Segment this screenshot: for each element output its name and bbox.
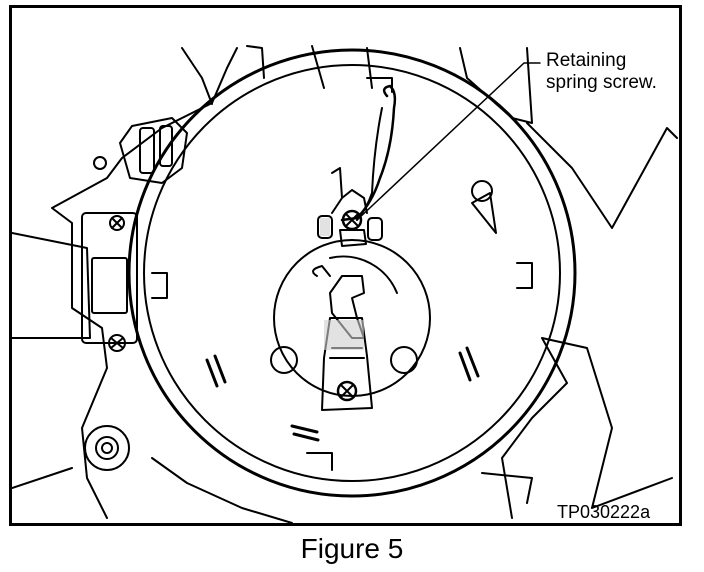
- boss-inner: [95, 436, 119, 460]
- boss-outer: [84, 425, 130, 471]
- callout-label-line1: Retaining: [546, 50, 627, 71]
- bracket-screw-top: [109, 215, 125, 231]
- housing-top: [181, 45, 373, 105]
- figure-frame: Retaining spring screw. TP030222a: [9, 5, 682, 526]
- headlamp-outer-ring: [127, 48, 577, 498]
- lower-screw: [336, 380, 358, 402]
- headlamp-diagram: [12, 45, 678, 523]
- housing-left-inner: [12, 232, 91, 489]
- figure-caption: Figure 5: [300, 533, 404, 564]
- callout-label-line2: spring screw.: [546, 72, 657, 93]
- slot-right: [458, 346, 480, 382]
- headlamp-inner-ring: [143, 64, 561, 482]
- slot-bottom: [290, 424, 320, 442]
- mounting-hole-right: [390, 346, 418, 374]
- callout-leader-line: [356, 62, 541, 221]
- slot-left: [205, 354, 227, 388]
- rotation-arc: [329, 255, 398, 294]
- housing-left: [51, 47, 238, 519]
- ring-notches: [151, 77, 533, 471]
- housing-bottom: [151, 457, 533, 523]
- retaining-spring-wire: [340, 84, 397, 222]
- bracket-screw-bottom: [108, 334, 126, 352]
- spring-clip: [331, 167, 368, 214]
- housing-right-lower: [501, 337, 673, 519]
- figure-code: TP030222a: [557, 502, 651, 522]
- housing-hole: [93, 156, 107, 170]
- bulb-holder: [321, 317, 373, 411]
- mounting-hole-left: [270, 346, 298, 374]
- fin-right: [471, 192, 497, 234]
